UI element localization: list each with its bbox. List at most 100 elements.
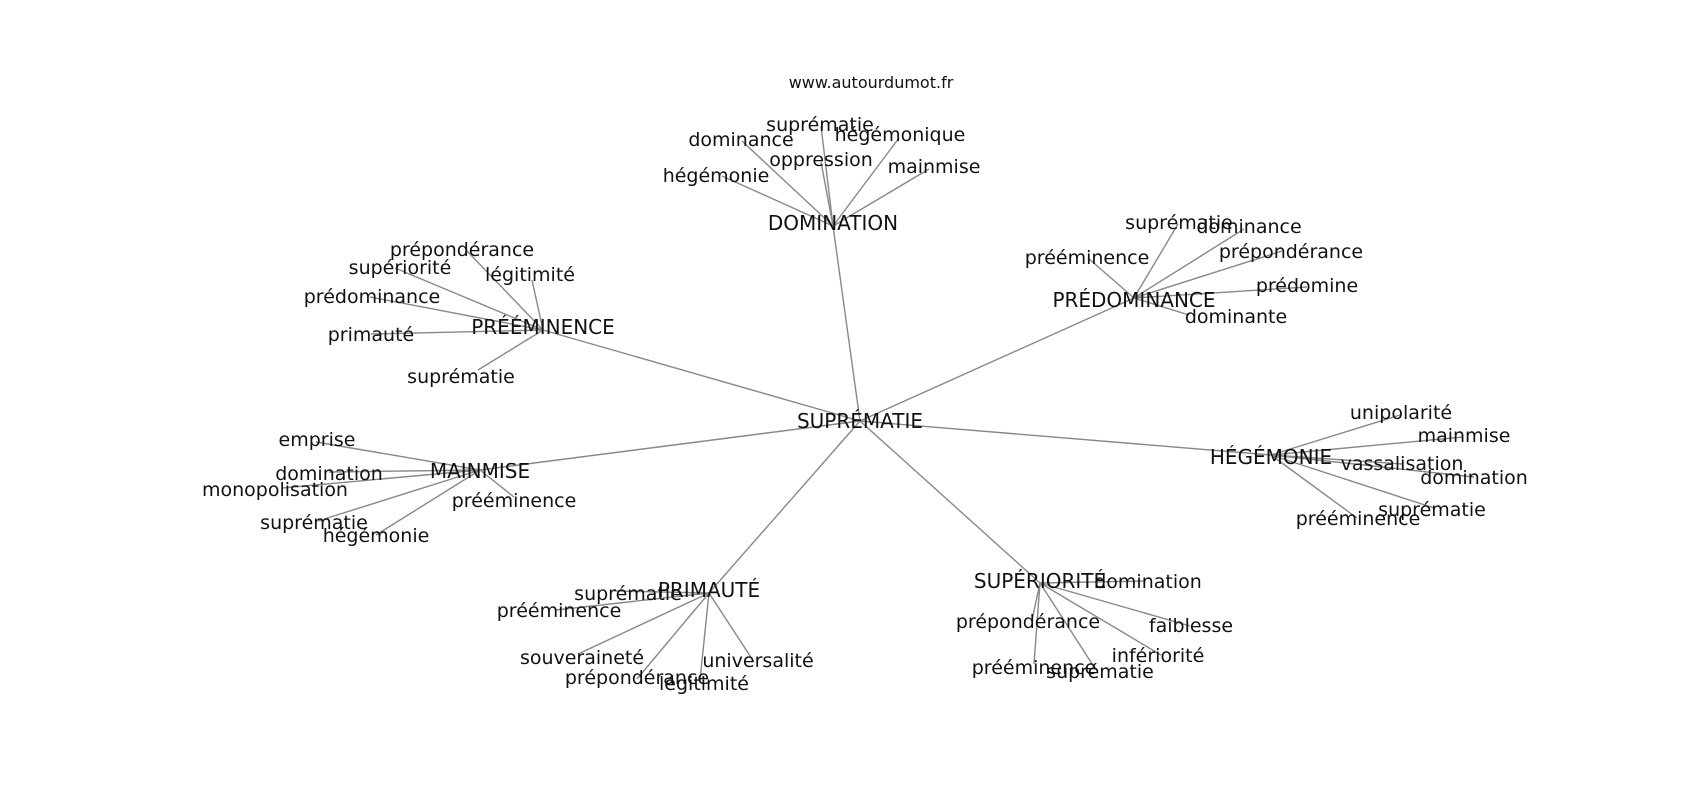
leaf-word-superiorite-2: faiblesse (1149, 615, 1233, 637)
leaf-word-domination-0: suprématie (766, 114, 874, 136)
leaf-word-mainmise-1: domination (275, 463, 383, 485)
edge-predominance-leaf-0 (1133, 223, 1179, 299)
hub-word-domination: DOMINATION (768, 211, 898, 235)
edges (281, 125, 1475, 681)
leaf-word-predominance-0: suprématie (1125, 212, 1233, 234)
hub-word-preeminence: PRÉÉMINENCE (471, 315, 615, 339)
edge-domination-leaf-1 (741, 140, 834, 227)
edge-predominance-leaf-3 (1133, 250, 1283, 299)
edge-domination-leaf-2 (832, 137, 900, 227)
edge-superiorite-leaf-5 (1039, 582, 1097, 671)
edge-mainmise-leaf-3 (479, 469, 515, 498)
leaf-word-hegemonie-2: vassalisation (1341, 453, 1464, 475)
edge-mainmise-leaf-1 (328, 469, 481, 473)
edge-center-mainmise (479, 420, 861, 471)
edge-primaute-leaf-3 (708, 592, 755, 663)
leaf-word-primaute-2: souveraineté (520, 647, 644, 669)
edge-preeminence-leaf-3 (369, 296, 544, 331)
leaf-word-domination-1: dominance (688, 129, 793, 151)
edge-superiorite-leaf-4 (1033, 582, 1041, 665)
edge-hegemonie-leaf-1 (1270, 436, 1464, 456)
leaf-word-domination-2: hégémonique (835, 124, 966, 146)
edge-mainmise-leaf-2 (281, 469, 481, 489)
leaf-word-preeminence-2: légitimité (485, 264, 575, 286)
leaf-word-mainmise-2: monopolisation (202, 479, 348, 501)
leaf-word-primaute-4: prépondérance (565, 667, 709, 689)
leaf-word-preeminence-1: supériorité (349, 257, 452, 279)
edge-domination-leaf-4 (721, 175, 834, 227)
leaf-word-domination-3: oppression (769, 149, 873, 171)
leaf-word-mainmise-3: prééminence (452, 490, 577, 512)
leaf-word-primaute-3: universalité (702, 650, 813, 672)
edge-center-primaute (708, 420, 861, 594)
edge-primaute-leaf-0 (613, 590, 710, 594)
edge-preeminence-leaf-4 (370, 329, 544, 335)
leaf-word-predominance-5: dominante (1185, 306, 1287, 328)
leaf-word-primaute-5: légitimité (659, 673, 749, 695)
edge-predominance-leaf-5 (1133, 297, 1190, 316)
leaf-word-hegemonie-5: prééminence (1296, 508, 1421, 530)
edge-primaute-leaf-4 (636, 592, 710, 680)
leaf-word-domination-5: mainmise (888, 156, 981, 178)
leaf-word-mainmise-0: emprise (279, 429, 356, 451)
edge-hegemonie-leaf-2 (1270, 454, 1403, 465)
edge-mainmise-leaf-0 (315, 441, 481, 471)
edge-hegemonie-leaf-5 (1270, 454, 1358, 519)
hub-word-mainmise: MAINMISE (430, 459, 530, 483)
center-word: SUPRÉMATIE (797, 409, 923, 433)
hub-word-primaute: PRIMAUTÉ (658, 578, 760, 602)
leaf-word-preeminence-3: prédominance (304, 286, 440, 308)
edge-preeminence-leaf-5 (477, 329, 544, 371)
leaf-word-predominance-2: prééminence (1025, 247, 1150, 269)
edge-preeminence-leaf-2 (531, 279, 544, 331)
leaf-word-domination-4: hégémonie (663, 165, 770, 187)
edge-superiorite-leaf-1 (1031, 582, 1041, 621)
leaf-word-predominance-1: dominance (1196, 216, 1301, 238)
leaf-word-superiorite-5: suprématie (1046, 661, 1154, 683)
edge-superiorite-leaf-0 (1039, 580, 1146, 584)
hub-word-predominance: PRÉDOMINANCE (1052, 288, 1215, 312)
leaf-word-hegemonie-1: mainmise (1418, 425, 1511, 447)
leaf-word-mainmise-4: suprématie (260, 512, 368, 534)
leaf-word-preeminence-0: prépondérance (390, 239, 534, 261)
leaf-word-superiorite-1: prépondérance (956, 611, 1100, 633)
edge-mainmise-leaf-5 (375, 469, 481, 536)
edge-center-domination (832, 225, 861, 422)
edge-domination-leaf-3 (820, 161, 834, 227)
edge-hegemonie-leaf-3 (1270, 454, 1475, 478)
leaf-word-superiorite-0: domination (1094, 571, 1202, 593)
leaf-word-preeminence-5: suprématie (407, 366, 515, 388)
edge-primaute-leaf-1 (555, 592, 710, 611)
edge-center-superiorite (859, 420, 1041, 584)
edge-primaute-leaf-5 (699, 592, 710, 681)
edge-primaute-leaf-2 (577, 592, 710, 655)
edge-center-preeminence (542, 329, 861, 422)
leaf-word-predominance-3: prépondérance (1219, 241, 1363, 263)
edge-preeminence-leaf-0 (465, 249, 544, 331)
edge-superiorite-leaf-2 (1039, 582, 1191, 627)
leaf-word-primaute-1: prééminence (497, 600, 622, 622)
leaf-word-predominance-4: prédomine (1256, 275, 1358, 297)
edge-predominance-leaf-4 (1133, 286, 1308, 299)
hub-word-hegemonie: HÉGÉMONIE (1210, 445, 1332, 469)
edge-superiorite-leaf-3 (1039, 582, 1162, 656)
edge-mainmise-leaf-4 (317, 469, 481, 522)
source-label: www.autourdumot.fr (789, 73, 954, 92)
leaf-word-hegemonie-3: domination (1420, 467, 1528, 489)
hub-word-superiorite: SUPÉRIORITÉ (974, 569, 1106, 593)
leaf-word-superiorite-3: infériorité (1112, 645, 1205, 667)
edge-center-predominance (859, 297, 1135, 422)
edge-preeminence-leaf-1 (394, 267, 544, 331)
edge-predominance-leaf-2 (1087, 257, 1135, 299)
edge-center-hegemonie (859, 420, 1272, 456)
leaf-word-preeminence-4: primauté (328, 324, 414, 346)
leaf-word-hegemonie-4: suprématie (1378, 499, 1486, 521)
leaf-word-hegemonie-0: unipolarité (1350, 402, 1452, 424)
leaf-word-superiorite-4: prééminence (972, 657, 1097, 679)
edge-domination-leaf-5 (832, 168, 930, 227)
leaf-word-primaute-0: suprématie (574, 583, 682, 605)
edge-domination-leaf-0 (820, 125, 834, 227)
edge-predominance-leaf-1 (1133, 228, 1245, 299)
